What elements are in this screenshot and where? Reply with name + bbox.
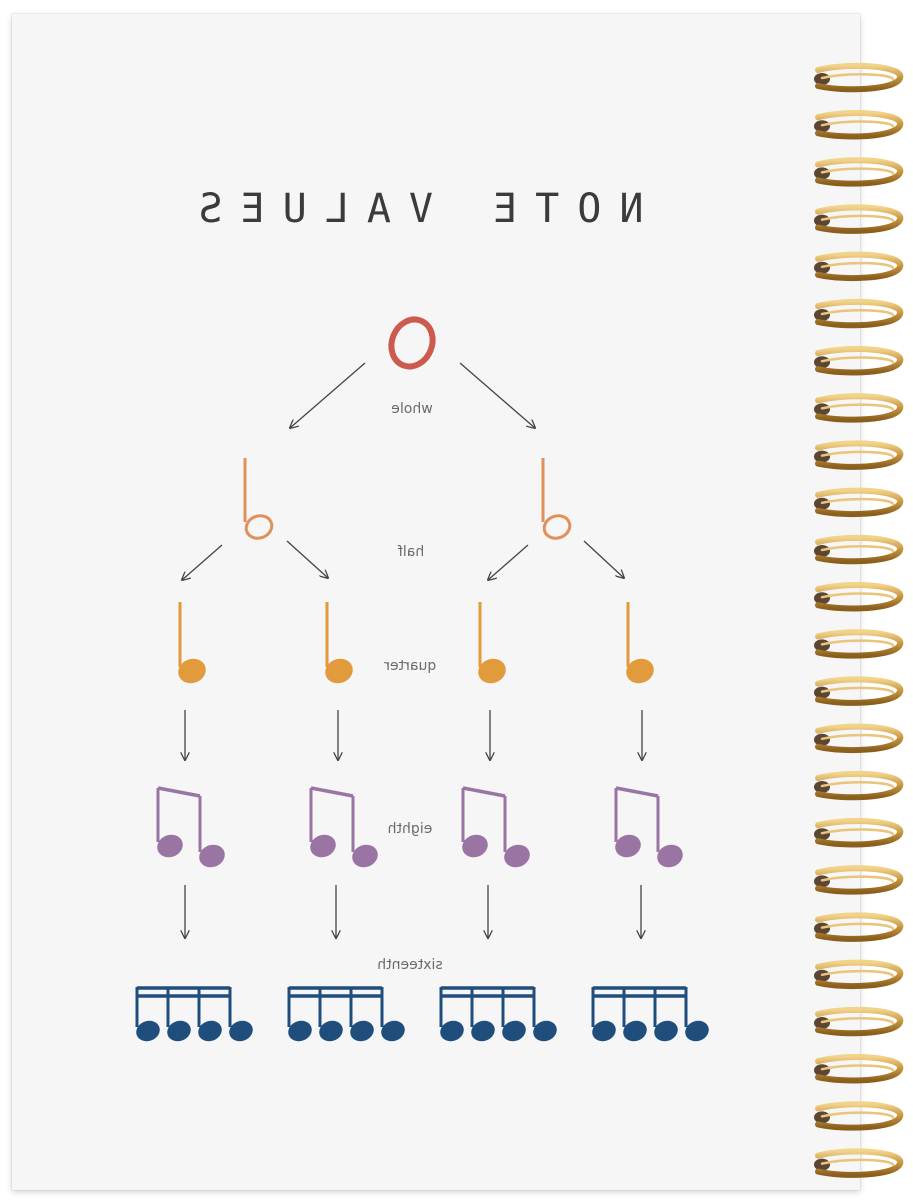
spiral-ring xyxy=(814,1054,904,1084)
sixteenth-note-group xyxy=(135,986,253,1042)
spiral-ring xyxy=(814,865,904,895)
spiral-ring xyxy=(814,62,904,93)
eighth-note-pair xyxy=(309,786,378,868)
spiral-ring xyxy=(814,582,904,612)
arrow xyxy=(182,544,223,580)
label-sixteenth: sixteenth xyxy=(377,957,442,973)
spiral-ring xyxy=(814,251,904,282)
spiral-ring xyxy=(814,487,904,518)
spiral-ring xyxy=(814,1101,904,1131)
quarter-note xyxy=(478,602,506,684)
label-quarter: quarter xyxy=(384,658,436,674)
sixteenth-note-group xyxy=(287,986,405,1042)
spiral-ring xyxy=(814,770,904,801)
spiral-ring xyxy=(814,1148,904,1178)
eighth-note-pair xyxy=(461,786,530,868)
spiral-ring xyxy=(814,818,904,848)
spiral-ring xyxy=(814,629,904,659)
spiral-ring xyxy=(814,298,904,329)
half-note xyxy=(243,458,274,540)
spiral-ring xyxy=(814,393,904,423)
arrow xyxy=(286,540,328,578)
quarter-note xyxy=(178,602,206,684)
page-title: NOTE VALUES xyxy=(181,186,644,232)
notebook-cover xyxy=(12,14,860,1190)
spiral-ring xyxy=(814,723,904,754)
half-note xyxy=(541,458,572,540)
spiral-ring xyxy=(814,959,904,990)
quarter-note xyxy=(325,602,353,684)
sixteenth-note-groups xyxy=(135,986,709,1042)
arrow xyxy=(290,362,366,428)
eighth-note-pair xyxy=(614,786,683,868)
sixteenth-note-group xyxy=(439,986,557,1042)
whole-note xyxy=(388,316,436,370)
spiral-ring xyxy=(814,676,904,706)
quarter-note xyxy=(626,602,654,684)
spiral-ring xyxy=(814,157,904,187)
spiral-ring xyxy=(814,110,904,140)
spiral-ring xyxy=(814,204,904,234)
eighth-note-pair xyxy=(156,786,225,868)
label-eighth: eighth xyxy=(388,821,433,837)
spiral-binding xyxy=(814,62,904,1178)
spiral-ring xyxy=(814,534,904,565)
arrow xyxy=(583,540,624,578)
sixteenth-note-group xyxy=(591,986,709,1042)
spiral-ring xyxy=(814,912,904,942)
spiral-ring xyxy=(814,440,904,470)
label-whole: whole xyxy=(391,401,432,417)
label-half: half xyxy=(397,544,424,560)
spiral-ring xyxy=(814,1006,904,1037)
arrow xyxy=(459,362,535,428)
arrow xyxy=(488,544,529,580)
spiral-ring xyxy=(814,346,904,376)
